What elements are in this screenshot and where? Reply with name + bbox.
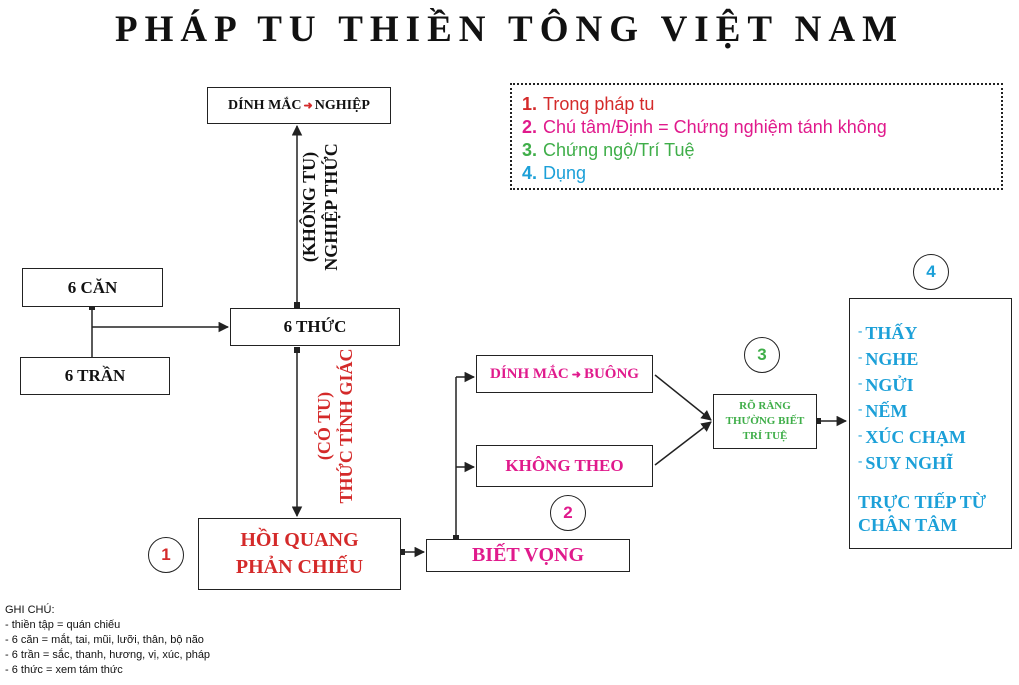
node-sau-tran: 6 TRẦN	[20, 357, 170, 395]
connector-dot-thuc-bottom	[294, 347, 300, 353]
legend-item-2: 2.Chú tâm/Định = Chứng nghiệm tánh không	[522, 116, 1001, 139]
node-sau-can-label: 6 CĂN	[67, 277, 118, 297]
sense-dash: -	[858, 375, 863, 390]
connector-dot-hoi-quang	[399, 549, 405, 555]
label-khong-tu-nghiep-thuc: (KHÔNG TU) NGHIỆP THỨC	[298, 117, 342, 297]
legend-box: 1.Trong pháp tu 2.Chú tâm/Định = Chứng n…	[510, 83, 1003, 190]
sense-item: -NẾM	[858, 397, 1011, 423]
connector-dot-thuc-top	[294, 302, 300, 308]
sense-dash: -	[858, 401, 863, 416]
label-thuc-tinh-giac: THỨC TỈNH GIÁC	[336, 348, 356, 504]
connector-dot-ro-rang	[815, 418, 821, 424]
node-dinh-mac-buong-right: BUÔNG	[583, 365, 639, 382]
senses-direct-line1: TRỰC TIẾP TỪ	[858, 492, 987, 512]
sense-item: -XÚC CHẠM	[858, 423, 1011, 449]
senses-direct: TRỰC TIẾP TỪ CHÂN TÂM	[858, 491, 1011, 537]
legend-num-2: 2.	[522, 117, 538, 137]
legend-text-2: Chú tâm/Định = Chứng nghiệm tánh không	[543, 117, 887, 137]
node-sau-tran-label: 6 TRẦN	[64, 366, 126, 385]
sense-dash: -	[858, 453, 863, 468]
step-circle-3-label: 3	[757, 345, 767, 364]
step-circle-1-label: 1	[161, 545, 171, 564]
node-biet-vong-label: BIẾT VỌNG	[471, 544, 585, 566]
sense-label: XÚC CHẠM	[865, 427, 966, 447]
sense-item: -SUY NGHĨ	[858, 449, 1011, 475]
node-biet-vong: BIẾT VỌNG	[426, 539, 630, 572]
notes-line: - 6 thức = xem tám thức	[5, 664, 123, 676]
connector-khong-theo-to-ro-rang	[654, 421, 712, 466]
sense-label: THẤY	[865, 323, 918, 343]
page-title: PHÁP TU THIỀN TÔNG VIỆT NAM	[114, 9, 905, 50]
connector-buong-to-ro-rang	[654, 374, 712, 421]
node-dinh-mac-nghiep: DÍNH MẮC ➜ NGHIỆP	[207, 87, 391, 124]
sense-item: -THẤY	[858, 319, 1011, 345]
node-khong-theo-label: KHÔNG THEO	[505, 456, 624, 475]
sense-label: SUY NGHĨ	[865, 453, 954, 473]
legend-num-4: 4.	[522, 163, 538, 183]
sense-dash: -	[858, 349, 863, 364]
node-sau-thuc-label: 6 THỨC	[283, 317, 347, 336]
legend-item-1: 1.Trong pháp tu	[522, 93, 1001, 116]
notes-line: - thiền tập = quán chiếu	[5, 619, 121, 631]
node-sau-can: 6 CĂN	[22, 268, 163, 307]
step-circle-2: 2	[550, 495, 586, 531]
sense-dash: -	[858, 323, 863, 338]
senses-box: -THẤY -NGHE -NGỬI -NẾM -XÚC CHẠM -SUY NG…	[849, 298, 1012, 549]
sense-dash: -	[858, 427, 863, 442]
step-circle-4-label: 4	[926, 262, 936, 281]
node-dinh-mac-buong: DÍNH MẮC ➜ BUÔNG	[476, 355, 653, 393]
sense-label: NGỬI	[865, 375, 914, 395]
step-circle-4: 4	[913, 254, 949, 290]
step-circle-3: 3	[744, 337, 780, 373]
notes-heading: GHI CHÚ:	[5, 604, 55, 616]
node-khong-theo: KHÔNG THEO	[476, 445, 653, 487]
node-sau-thuc: 6 THỨC	[230, 308, 400, 346]
legend-text-3: Chứng ngộ/Trí Tuệ	[543, 140, 695, 160]
node-hoi-quang-line1: HỒI QUANG	[240, 529, 359, 551]
sense-item: -NGỬI	[858, 371, 1011, 397]
node-ro-rang-line2: THƯỜNG BIẾT	[725, 415, 805, 427]
sense-label: NGHE	[865, 349, 919, 369]
label-co-tu: (CÓ TU)	[314, 391, 334, 461]
arrow-right-icon: ➜	[571, 368, 581, 381]
label-khong-tu: (KHÔNG TU)	[299, 151, 319, 263]
notes-line: - 6 trần = sắc, thanh, hương, vị, xúc, p…	[5, 649, 211, 661]
notes: GHI CHÚ: - thiền tập = quán chiếu - 6 că…	[5, 603, 210, 678]
sense-label: NẾM	[865, 401, 908, 421]
connector-dot-biet-vong	[453, 535, 459, 541]
legend-num-1: 1.	[522, 94, 538, 114]
node-ro-rang: RÕ RÀNG THƯỜNG BIẾT TRÍ TUỆ	[713, 394, 817, 449]
connector-dot-can	[89, 304, 95, 310]
notes-line: - 6 căn = mắt, tai, mũi, lưỡi, thân, bộ …	[5, 634, 204, 646]
label-nghiep-thuc: NGHIỆP THỨC	[321, 143, 341, 271]
node-dinh-mac-nghiep-right: NGHIỆP	[314, 97, 370, 113]
node-dinh-mac-nghiep-left: DÍNH MẮC	[228, 97, 302, 113]
senses-direct-line2: CHÂN TÂM	[858, 515, 958, 535]
step-circle-2-label: 2	[563, 503, 573, 522]
step-circle-1: 1	[148, 537, 184, 573]
legend-item-3: 3.Chứng ngộ/Trí Tuệ	[522, 139, 1001, 162]
node-ro-rang-line3: TRÍ TUỆ	[742, 430, 788, 442]
node-ro-rang-line1: RÕ RÀNG	[739, 400, 791, 412]
node-dinh-mac-buong-left: DÍNH MẮC	[490, 365, 569, 382]
sense-item: -NGHE	[858, 345, 1011, 371]
node-hoi-quang-phan-chieu: HỒI QUANG PHẢN CHIẾU	[198, 518, 401, 590]
label-co-tu-thuc-tinh-giac: (CÓ TU) THỨC TỈNH GIÁC	[313, 336, 357, 516]
node-hoi-quang-line2: PHẢN CHIẾU	[235, 556, 364, 578]
legend-item-4: 4.Dụng	[522, 162, 1001, 185]
legend-num-3: 3.	[522, 140, 538, 160]
legend-text-4: Dụng	[543, 163, 587, 183]
arrow-right-icon: ➜	[303, 100, 313, 112]
legend-text-1: Trong pháp tu	[543, 94, 655, 114]
